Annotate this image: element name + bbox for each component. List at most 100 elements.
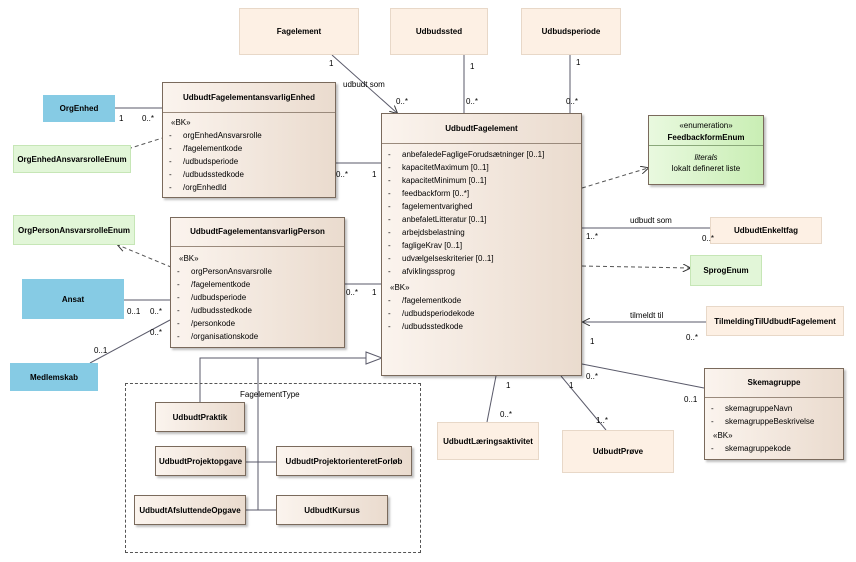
class-sprogenum[interactable]: SprogEnum [690,255,762,286]
stereotype-label: «BK» [390,283,410,292]
class-udbudtlaeringsaktivitet[interactable]: UdbudtLæringsaktivitet [437,422,539,460]
class-medlemskab[interactable]: Medlemskab [10,363,98,391]
class-tilmeldingtiludbudtfagelement[interactable]: TilmeldingTilUdbudtFagelement [706,306,844,336]
class-udbudtenkeltfag[interactable]: UdbudtEnkeltfag [710,217,822,244]
package-title: FagelementType [240,390,300,399]
dep-orgpersonenum [118,245,179,271]
multiplicity-label: 1 [470,62,475,71]
class-title: Skemagruppe [705,369,843,398]
multiplicity-label: 1 [569,381,574,390]
multiplicity-label: 0..* [396,97,409,106]
class-orgenhedansvarsrolleenum[interactable]: OrgEnhedAnsvarsrolleEnum [13,145,131,173]
role-label-udbudt-som: udbudt som [630,216,672,225]
class-title: UdbudtFagelement [382,114,581,144]
attribute-row: -skemagruppekode [711,444,791,453]
multiplicity-label: 1 [119,114,124,123]
stereotype-label: «BK» [171,118,191,127]
attribute-row: -/personkode [177,319,236,328]
multiplicity-label: 1 [506,381,511,390]
class-udbudtfagelementansvarligenhed[interactable]: UdbudtFagelementansvarligEnhed «BK» -org… [162,82,336,198]
attribute-row: -/fagelementkode [388,296,462,305]
multiplicity-label: 0..1 [684,395,698,404]
role-label-tilmeldt-til: tilmeldt til [630,311,664,320]
class-udbudtprojektopgave[interactable]: UdbudtProjektopgave [155,446,246,476]
multiplicity-label: 0..* [566,97,579,106]
multiplicity-label: 1 [329,59,334,68]
multiplicity-label: 0..* [466,97,479,106]
attribute-row: -/udbudsstedkode [388,322,463,331]
multiplicity-label: 0..* [702,234,715,243]
attribute-row: -/udbudsperiodekode [388,309,475,318]
attribute-row: -skemagruppeBeskrivelse [711,417,815,426]
class-udbudtpraktik[interactable]: UdbudtPraktik [155,402,245,432]
attribute-row: -/udbudsperiode [177,293,247,302]
stereotype-label: «enumeration» [679,121,733,130]
attribute-row: -anbefaletLitteratur [0..1] [388,215,487,224]
class-udbudtprojektorienteretforloeb[interactable]: UdbudtProjektorienteretForløb [276,446,412,476]
assoc-medlemskab [89,319,171,364]
dep-sprog [581,266,690,268]
class-fagelement[interactable]: Fagelement [239,8,359,55]
multiplicity-label: 1 [590,337,595,346]
class-udbudsperiode[interactable]: Udbudsperiode [521,8,621,55]
class-title: UdbudtFagelementansvarligEnhed [163,83,335,113]
assoc-skemagruppe [581,363,705,389]
attribute-row: -anbefaledeFagligeForudsætninger [0..1] [388,150,545,159]
class-udbudtproeve[interactable]: UdbudtPrøve [562,430,674,473]
attribute-row: -orgEnhedAnsvarsrolle [169,131,262,140]
multiplicity-label: 1..* [596,416,609,425]
class-feedbackformenum[interactable]: «enumeration» FeedbackformEnum literals … [648,115,764,185]
attribute-row: -fagligeKrav [0..1] [388,241,463,250]
class-skemagruppe[interactable]: Skemagruppe -skemagruppeNavn -skemagrupp… [704,368,844,460]
attribute-row: -/organisationskode [177,332,259,341]
class-udbudtfagelementansvarligperson[interactable]: UdbudtFagelementansvarligPerson «BK» -or… [170,217,345,348]
attribute-row: -afviklingssprog [388,267,455,276]
attribute-row: -skemagruppeNavn [711,404,793,413]
literals-section-label: literals [694,153,718,162]
assoc-proeve [560,375,607,431]
class-title: FeedbackformEnum [649,131,763,146]
multiplicity-label: 0..* [586,372,599,381]
multiplicity-label: 1 [576,58,581,67]
assoc-fagelement [331,54,397,113]
multiplicity-label: 0..* [336,170,349,179]
multiplicity-label: 1 [372,170,377,179]
attribute-row: -arbejdsbelastning [388,228,465,237]
class-orgpersonansvarsrolleenum[interactable]: OrgPersonAnsvarsrolleEnum [13,215,135,245]
attribute-row: -/fagelementkode [169,144,243,153]
class-orgenhed[interactable]: OrgEnhed [43,95,115,122]
attribute-row: -/udbudsperiode [169,157,239,166]
attribute-row: -udvælgelseskriterier [0..1] [388,254,494,263]
assoc-laering [486,375,497,423]
multiplicity-label: 0..1 [94,346,108,355]
dep-feedback [581,168,648,189]
class-udbudtfagelement[interactable]: UdbudtFagelement -anbefaledeFagligeForud… [381,113,582,376]
attribute-row: -fagelementvarighed [388,202,473,211]
multiplicity-label: 0..* [346,288,359,297]
multiplicity-label: 0..1 [127,307,141,316]
class-title: UdbudtFagelementansvarligPerson [171,218,344,247]
multiplicity-label: 0..* [150,307,163,316]
class-udbudssted[interactable]: Udbudssted [390,8,488,55]
multiplicity-label: 0..* [150,328,163,337]
attribute-row: -/udbudsstedkode [169,170,244,179]
stereotype-label: «BK» [179,254,199,263]
package-fagelementtype[interactable] [125,383,421,553]
class-udbudtafsluttendeopgave[interactable]: UdbudtAfsluttendeOpgave [134,495,246,525]
attribute-row: -/orgEnhedId [169,183,227,192]
attribute-row: -orgPersonAnsvarsrolle [177,267,272,276]
role-label-udbudt-som: udbudt som [343,80,385,89]
class-ansat[interactable]: Ansat [22,279,124,319]
attribute-row: -/fagelementkode [177,280,251,289]
stereotype-label: «BK» [713,431,733,440]
multiplicity-label: 0..* [142,114,155,123]
multiplicity-label: 1 [372,288,377,297]
attribute-row: -feedbackform [0..*] [388,189,470,198]
attribute-row: -/udbudsstedkode [177,306,252,315]
attribute-row: -kapacitetMaximum [0..1] [388,163,489,172]
class-udbudtkursus[interactable]: UdbudtKursus [276,495,388,525]
generalization-arrow [365,351,384,365]
attribute-row: -kapacitetMinimum [0..1] [388,176,487,185]
multiplicity-label: 0..* [500,410,513,419]
